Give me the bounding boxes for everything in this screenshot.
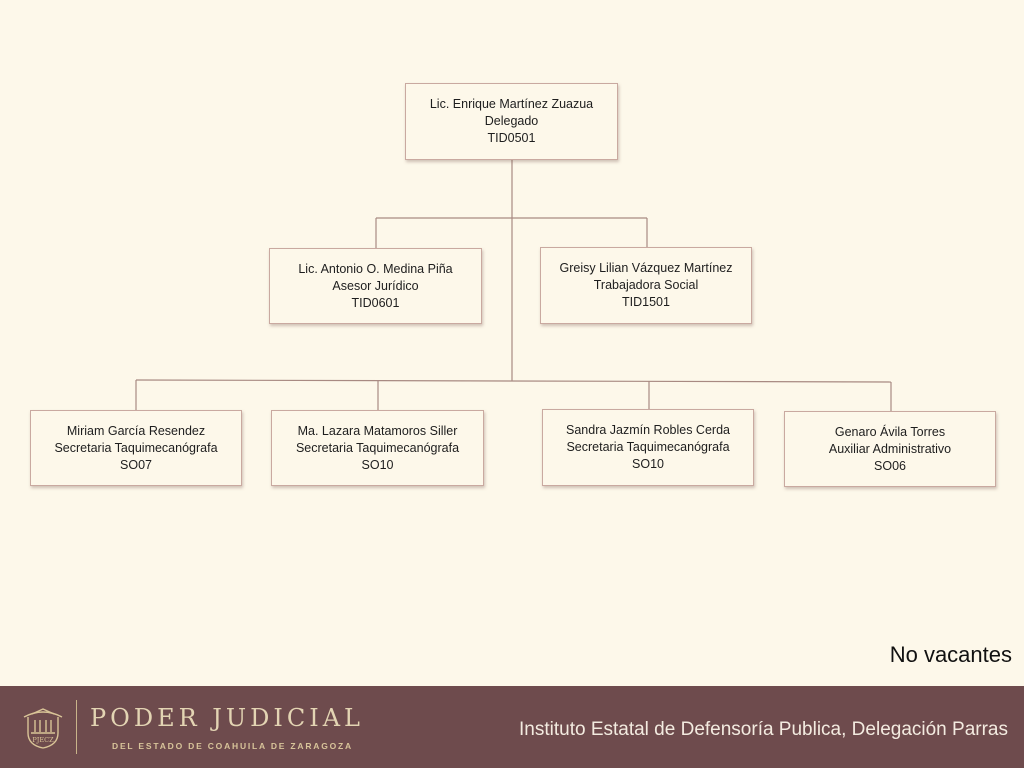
org-node-staff-1: Miriam García Resendez Secretaria Taquim… [30,410,242,486]
vacancy-note: No vacantes [889,642,1012,667]
brand-subtitle: DEL ESTADO DE COAHUILA DE ZARAGOZA [112,741,353,751]
node-role: Trabajadora Social [593,278,699,292]
node-role: Asesor Jurídico [332,278,419,293]
institute-title: Instituto Estatal de Defensoría Publica,… [519,719,1008,740]
node-role: Secretaria Taquimecanógrafa [295,440,460,455]
node-role: Secretaria Taquimecanógrafa [566,440,730,454]
org-node-staff-2: Ma. Lazara Matamoros Siller Secretaria T… [271,410,484,486]
node-code: SO10 [632,457,664,471]
node-name: Greisy Lilian Vázquez Martínez [559,261,733,275]
node-name: Sandra Jazmín Robles Cerda [566,423,730,437]
node-role: Auxiliar Administrativo [828,441,952,456]
node-name: Miriam García Resendez [66,423,206,438]
node-code: TID0601 [351,295,400,310]
node-code: TID0501 [487,131,536,145]
org-chart-connectors [135,160,892,411]
footer-bar: PJECZ PODER JUDICIAL DEL ESTADO DE COAHU… [0,686,1024,768]
org-node-delegado: Lic. Enrique Martínez Zuazua Delegado TI… [405,83,618,160]
node-code: SO07 [120,457,152,472]
node-code: SO06 [874,458,906,473]
node-role: Delegado [484,114,539,128]
node-code: TID1501 [622,295,670,309]
org-node-trabajadora-social: Greisy Lilian Vázquez Martínez Trabajado… [540,247,752,324]
brand-name: PODER JUDICIAL [90,704,364,732]
node-name: Lic. Antonio O. Medina Piña [298,261,453,276]
court-seal-icon: PJECZ [23,708,63,749]
brand-divider [76,700,77,754]
node-code: SO10 [361,457,394,472]
node-name: Genaro Ávila Torres [834,424,946,439]
org-node-staff-3: Sandra Jazmín Robles Cerda Secretaria Ta… [542,409,754,486]
org-node-staff-4: Genaro Ávila Torres Auxiliar Administrat… [784,411,996,487]
node-role: Secretaria Taquimecanógrafa [54,440,218,455]
node-name: Lic. Enrique Martínez Zuazua [429,97,594,111]
node-name: Ma. Lazara Matamoros Siller [297,423,458,438]
org-node-asesor-juridico: Lic. Antonio O. Medina Piña Asesor Juríd… [269,248,482,324]
seal-label: PJECZ [32,736,54,744]
